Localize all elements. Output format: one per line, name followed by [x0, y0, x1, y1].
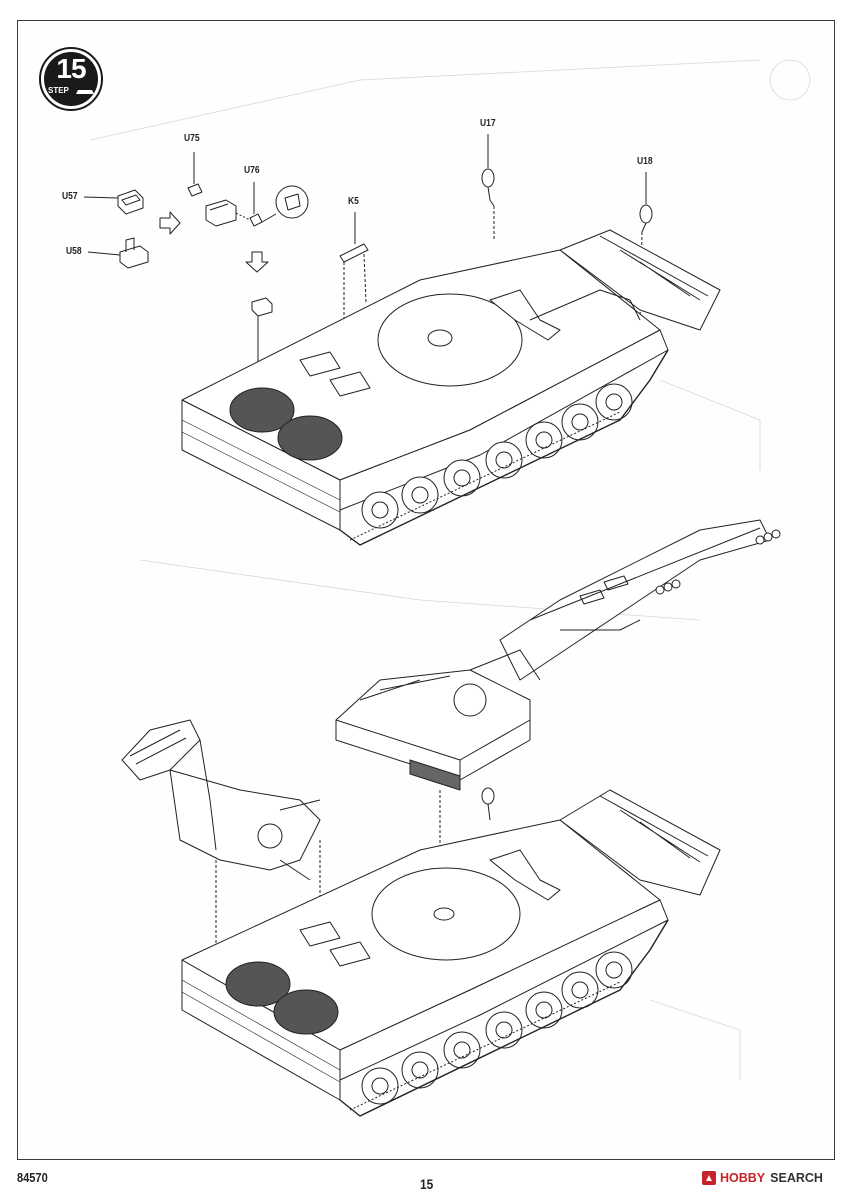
label-k5: K5: [348, 196, 359, 207]
label-u17: U17: [480, 118, 496, 129]
label-u58: U58: [66, 246, 82, 257]
upper-hull: [181, 229, 721, 546]
crane-arm: [499, 519, 781, 681]
label-u18: U18: [637, 156, 653, 167]
watermark: ▲ HOBBY SEARCH: [702, 1170, 823, 1186]
label-u76: U76: [244, 165, 260, 176]
part-u57: [83, 189, 144, 215]
label-u57: U57: [62, 191, 78, 202]
arrow-right-icon: [159, 211, 181, 235]
crane-base: [335, 649, 541, 916]
lower-hull: [181, 789, 721, 1117]
part-u75: [187, 152, 203, 197]
watermark-brand: HOBBY: [720, 1171, 766, 1185]
part-k5: [339, 212, 369, 318]
hobbysearch-logo-icon: ▲: [702, 1171, 716, 1185]
part-u17: [481, 134, 495, 240]
step-badge: 15 STEP: [38, 46, 104, 112]
watermark-suffix: SEARCH: [770, 1171, 823, 1185]
label-u75: U75: [184, 133, 200, 144]
hook-lower: [481, 787, 495, 821]
arrow-down-icon: [245, 251, 269, 273]
part-u76: [205, 182, 309, 227]
page-number: 15: [420, 1176, 434, 1192]
step-badge-circle: [39, 47, 103, 111]
dozer-assembly: [121, 719, 321, 1030]
kit-number: 84570: [17, 1170, 48, 1185]
step-number: 15: [56, 53, 86, 84]
step-label: STEP: [48, 86, 69, 95]
part-u58: [87, 237, 149, 269]
